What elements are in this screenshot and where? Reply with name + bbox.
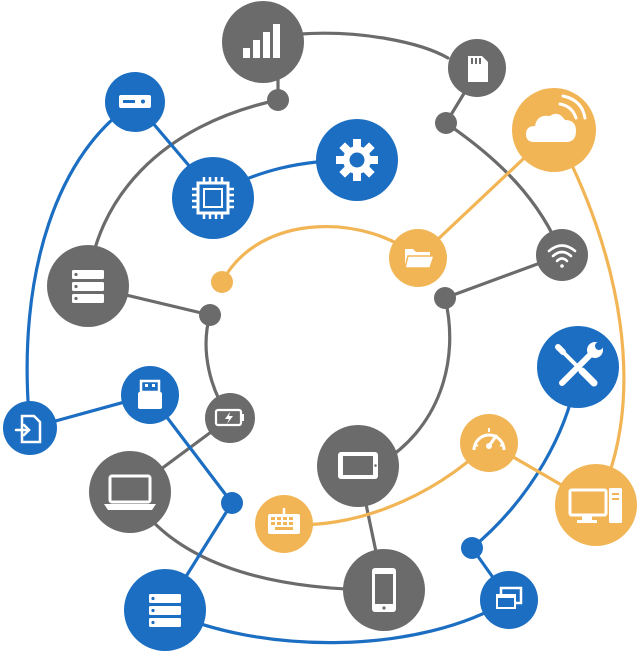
desktop-computer-icon (568, 488, 622, 523)
node-windows[interactable] (480, 571, 538, 629)
gear-icon (336, 139, 378, 181)
connector-blue-bottom-arc (163, 598, 511, 645)
junction-dot (435, 112, 457, 134)
node-tablet[interactable] (317, 425, 399, 507)
node-server-stack[interactable] (47, 245, 129, 327)
wifi-icon (547, 244, 577, 268)
file-transfer-icon (14, 414, 42, 444)
speedometer-icon (472, 428, 506, 451)
node-sd-card[interactable] (448, 39, 506, 97)
node-battery[interactable] (205, 393, 255, 443)
node-smartphone[interactable] (343, 549, 425, 631)
node-cloud[interactable] (512, 88, 596, 172)
server-stack-icon (72, 270, 104, 303)
connector-gray-inner-ring (374, 296, 452, 468)
node-desktop-computer[interactable] (555, 464, 637, 546)
junction-dot (434, 287, 456, 309)
usb-drive-icon (138, 379, 162, 409)
node-keyboard[interactable] (255, 495, 313, 553)
junction-dot (461, 537, 483, 559)
signal-bars-icon (243, 24, 280, 58)
node-speedometer[interactable] (460, 414, 518, 472)
node-folder[interactable] (389, 229, 447, 287)
node-laptop[interactable] (89, 451, 171, 533)
cloud-icon (526, 94, 587, 142)
folder-icon (404, 249, 436, 269)
windows-icon (496, 586, 523, 609)
node-wifi[interactable] (536, 229, 588, 281)
smartphone-icon (372, 568, 396, 612)
junction-dot (221, 492, 243, 514)
node-gear[interactable] (316, 119, 398, 201)
junction-dot (211, 271, 233, 293)
node-hard-drive[interactable] (105, 72, 165, 132)
node-file-transfer[interactable] (3, 401, 57, 455)
sd-card-icon (468, 56, 488, 82)
node-tools[interactable] (537, 326, 619, 408)
connector-orange-cloud-desktop (552, 128, 626, 507)
junction-dot (267, 89, 289, 111)
cpu-chip-icon (192, 177, 234, 219)
tablet-icon (338, 452, 378, 479)
node-server-rack[interactable] (124, 569, 206, 651)
node-cpu-chip[interactable] (172, 157, 254, 239)
junction-dots (199, 89, 483, 559)
node-usb-drive[interactable] (121, 366, 179, 424)
hard-drive-icon (119, 95, 151, 108)
connector-orange-inner-arc (220, 225, 420, 284)
node-signal-bars[interactable] (222, 1, 304, 83)
connector-blue-left-arc (25, 100, 137, 430)
laptop-icon (104, 474, 156, 510)
keyboard-icon (268, 508, 300, 534)
battery-icon (214, 408, 244, 427)
server-rack-icon (149, 594, 181, 627)
wrench-screwdriver-icon (555, 342, 603, 387)
junction-dot (199, 304, 221, 326)
